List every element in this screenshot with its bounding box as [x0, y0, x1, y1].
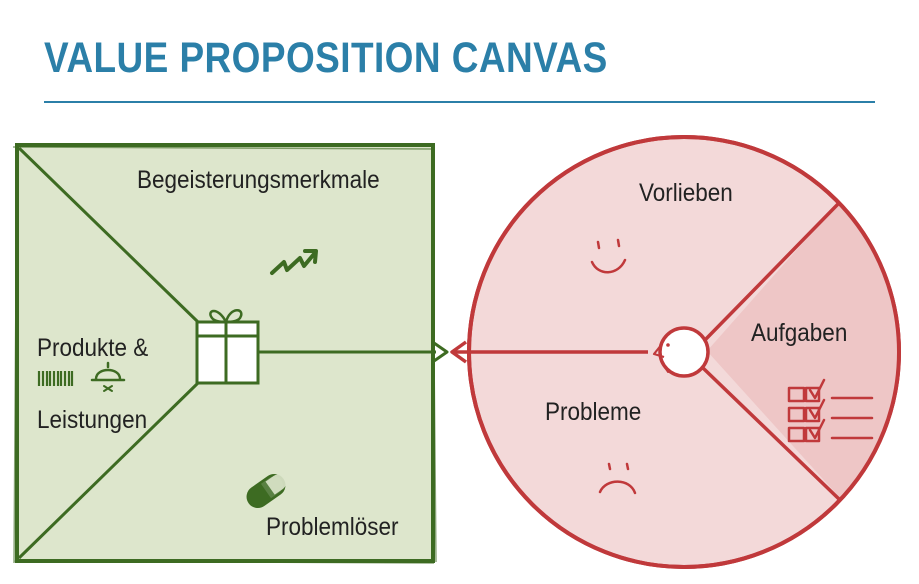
diagonal-bottom: [17, 381, 200, 560]
smiley-icon: [590, 238, 627, 274]
gift-icon: [195, 309, 260, 385]
title-divider: [44, 101, 875, 103]
trend-arrow-icon: [270, 249, 318, 275]
jobs-label: Aufgaben: [751, 319, 848, 347]
frown-icon: [598, 462, 637, 495]
face-icon: [652, 326, 710, 378]
barcode-icon: [37, 371, 74, 386]
divider-bottom: [701, 366, 842, 502]
pains-label: Probleme: [545, 398, 642, 426]
diagonal-top: [17, 146, 200, 324]
jobs-segment: [707, 202, 900, 499]
products-services-label-line2: Leistungen: [37, 406, 148, 434]
pill-icon: [246, 474, 287, 508]
arrow-icon: [450, 340, 468, 364]
arrow-icon: [433, 341, 449, 363]
service-bell-icon: [90, 361, 126, 392]
gains-label: Vorlieben: [639, 179, 733, 207]
page-title: VALUE PROPOSITION CANVAS: [44, 34, 608, 82]
divider-top: [703, 201, 841, 342]
pain-relievers-label: Problemlöser: [266, 513, 399, 541]
customer-profile: [450, 135, 901, 569]
gain-creators-label: Begeisterungsmerkmale: [137, 166, 380, 194]
checklist-icon: [787, 378, 874, 443]
products-services-label-line1: Produkte &: [37, 334, 149, 362]
